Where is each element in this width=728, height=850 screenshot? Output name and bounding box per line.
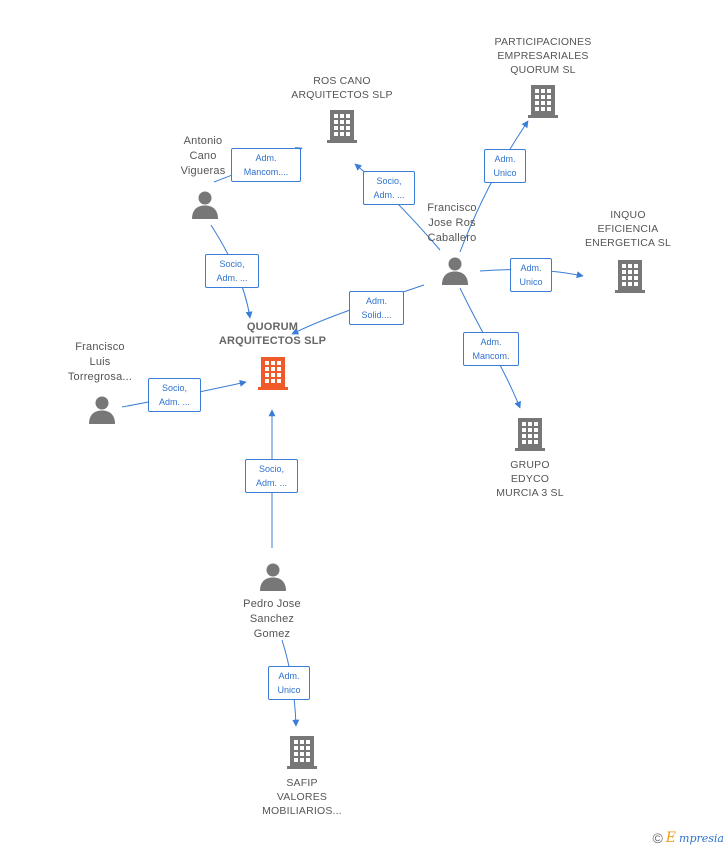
francisco-luis-label[interactable]: Francisco Luis Torregrosa... [55, 340, 145, 385]
main-company-building-icon[interactable] [257, 355, 289, 391]
edge-label-line: Adm. ... [373, 190, 405, 200]
safip-label[interactable]: SAFIP VALORES MOBILIARIOS... [242, 776, 362, 818]
participaciones-line-1: PARTICIPACIONES [494, 36, 592, 48]
edge-label-line: Adm. [278, 671, 300, 681]
francisco-luis-line-3: Torregrosa... [67, 371, 133, 383]
edge-label-line: Adm. [520, 263, 542, 273]
inquo-line-3: ENERGETICA SL [584, 237, 672, 249]
copyright-symbol: © [652, 830, 663, 846]
antonio-line-1: Antonio [183, 135, 223, 147]
edge-label-line: Adm. [365, 296, 387, 306]
inquo-line-1: INQUO [610, 209, 646, 221]
edge-label-line: Adm. ... [158, 397, 190, 407]
edge-label-pedro-safip[interactable]: Adm. Unico [268, 666, 310, 700]
edge-label-line: Unico [277, 685, 301, 695]
edge-label-line: Adm. ... [255, 478, 287, 488]
francisco-ros-line-2: Jose Ros [428, 217, 476, 229]
francisco-ros-person-icon[interactable] [440, 256, 470, 286]
edge-label-antonio-roscano[interactable]: Adm. Mancom.... [231, 148, 301, 182]
edge-label-line: Adm. [255, 153, 277, 163]
edge-label-line: Socio, [219, 259, 245, 269]
grupo-edyco-label[interactable]: GRUPO EDYCO MURCIA 3 SL [470, 458, 590, 500]
francisco-ros-line-1: Francisco [427, 202, 477, 214]
pedro-line-1: Pedro Jose [243, 598, 301, 610]
main-company-label[interactable]: QUORUM ARQUITECTOS SLP [200, 320, 345, 348]
safip-line-1: SAFIP [286, 777, 318, 789]
grupo-edyco-line-1: GRUPO [510, 459, 550, 471]
inquo-building-icon[interactable] [614, 258, 646, 294]
edge-label-fros-inquo[interactable]: Adm. Unico [510, 258, 552, 292]
pedro-person-icon[interactable] [258, 562, 288, 592]
edge-label-line: Socio, [376, 176, 402, 186]
participaciones-label[interactable]: PARTICIPACIONES EMPRESARIALES QUORUM SL [468, 35, 618, 77]
edge-label-line: Socio, [258, 464, 284, 474]
pedro-line-3: Gomez [253, 628, 291, 640]
edge-label-fros-main[interactable]: Adm. Solid.... [349, 291, 404, 325]
grupo-edyco-line-2: EDYCO [510, 473, 550, 485]
inquo-label[interactable]: INQUO EFICIENCIA ENERGETICA SL [568, 208, 688, 250]
grupo-edyco-building-icon[interactable] [514, 416, 546, 452]
antonio-line-2: Cano [189, 150, 217, 162]
safip-building-icon[interactable] [286, 734, 318, 770]
roscano-label[interactable]: ROS CANO ARQUITECTOS SLP [272, 74, 412, 102]
edge-label-line: Adm. [480, 337, 502, 347]
edge-label-line: Mancom.... [243, 167, 289, 177]
antonio-label[interactable]: Antonio Cano Vigueras [160, 134, 246, 179]
francisco-ros-line-3: Caballero [427, 232, 477, 244]
inquo-line-2: EFICIENCIA [597, 223, 659, 235]
edge-label-line: Adm. ... [216, 273, 248, 283]
roscano-line-2: ARQUITECTOS SLP [291, 89, 393, 101]
roscano-building-icon[interactable] [326, 108, 358, 144]
edge-label-line: Socio, [161, 383, 187, 393]
edge-label-line: Unico [493, 168, 517, 178]
safip-line-3: MOBILIARIOS... [262, 805, 342, 817]
francisco-luis-line-2: Luis [89, 356, 111, 368]
francisco-luis-person-icon[interactable] [87, 395, 117, 425]
brand-initial: E [665, 830, 677, 846]
edge-label-line: Unico [519, 277, 543, 287]
edge-label-fluis-main[interactable]: Socio, Adm. ... [148, 378, 201, 412]
francisco-ros-label[interactable]: Francisco Jose Ros Caballero [408, 201, 496, 246]
edge-label-antonio-main[interactable]: Socio, Adm. ... [205, 254, 259, 288]
main-company-line-2: ARQUITECTOS SLP [218, 335, 327, 347]
edge-label-line: Adm. [494, 154, 516, 164]
participaciones-line-3: QUORUM SL [510, 64, 576, 76]
edge-label-fros-roscano[interactable]: Socio, Adm. ... [363, 171, 415, 205]
francisco-luis-line-1: Francisco [75, 341, 125, 353]
roscano-line-1: ROS CANO [313, 75, 371, 87]
safip-line-2: VALORES [276, 791, 328, 803]
pedro-label[interactable]: Pedro Jose Sanchez Gomez [222, 597, 322, 642]
grupo-edyco-line-3: MURCIA 3 SL [496, 487, 564, 499]
pedro-line-2: Sanchez [249, 613, 295, 625]
main-company-line-1: QUORUM [246, 321, 299, 333]
edge-label-pedro-main[interactable]: Socio, Adm. ... [245, 459, 298, 493]
participaciones-line-2: EMPRESARIALES [497, 50, 589, 62]
brand-name: mpresia [679, 831, 724, 845]
antonio-person-icon[interactable] [190, 190, 220, 220]
edge-label-fros-part[interactable]: Adm. Unico [484, 149, 526, 183]
antonio-line-3: Vigueras [180, 165, 226, 177]
edge-label-line: Mancom. [472, 351, 510, 361]
edge-label-fros-grupo[interactable]: Adm. Mancom. [463, 332, 519, 366]
edge-label-line: Solid.... [361, 310, 392, 320]
participaciones-building-icon[interactable] [527, 83, 559, 119]
